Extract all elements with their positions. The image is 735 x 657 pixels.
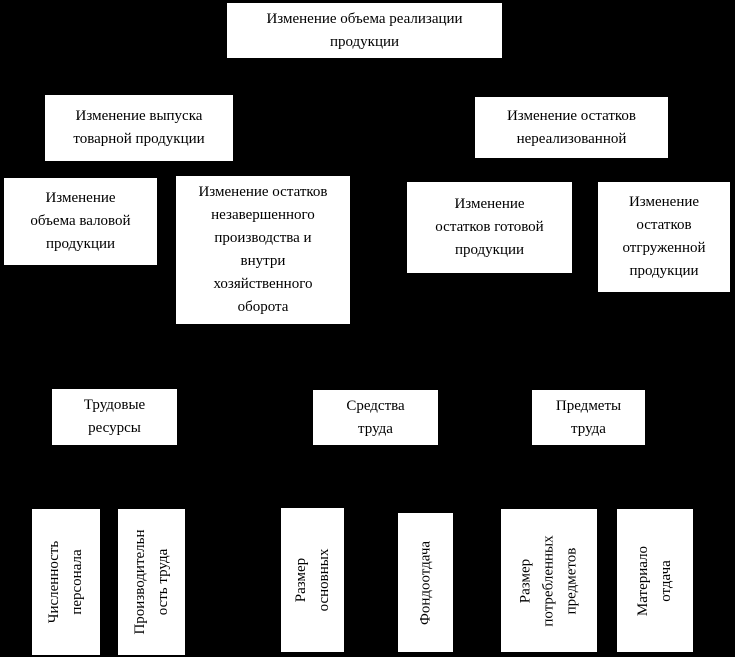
node-shipped-goods-balances-change-label: Изменение остатков отгруженной продукции	[622, 194, 706, 279]
node-wip-balances-change-label: Изменение остатков незавершенного произв…	[198, 184, 328, 315]
node-sales-volume-change-label: Изменение объема реализации продукции	[266, 10, 463, 50]
node-commodity-output-change-label: Изменение выпуска товарной продукции	[73, 108, 205, 147]
node-consumed-objects-size: Размер потребленных предметов	[501, 509, 597, 652]
node-objects-of-labor: Предметы труда	[532, 390, 645, 445]
node-unsold-balances-change-label: Изменение остатков нереализованной	[506, 107, 637, 147]
node-gross-output-change: Изменение объема валовой продукции	[4, 178, 157, 265]
node-fixed-assets-size: Размер основных	[281, 508, 344, 652]
node-sales-volume-change: Изменение объема реализации продукции	[227, 3, 502, 58]
node-capital-productivity: Фондоотдача	[398, 513, 453, 652]
node-capital-productivity-label: Фондоотдача	[417, 540, 433, 625]
node-means-of-labor: Средства труда	[313, 390, 438, 445]
node-material-productivity-label: Материало отдача	[635, 545, 674, 616]
node-labor-resources: Трудовые ресурсы	[52, 389, 177, 445]
node-finished-goods-balances-change: Изменение остатков готовой продукции	[407, 182, 572, 273]
node-personnel-number-label: Численность персонала	[46, 540, 85, 624]
node-consumed-objects-size-label: Размер потребленных предметов	[517, 534, 580, 627]
node-wip-balances-change: Изменение остатков незавершенного произв…	[176, 176, 350, 324]
node-labor-productivity-label: Производительн ость труда	[131, 529, 171, 635]
node-personnel-number: Численность персонала	[32, 509, 100, 655]
node-labor-resources-label: Трудовые ресурсы	[83, 397, 146, 436]
node-commodity-output-change: Изменение выпуска товарной продукции	[45, 95, 233, 161]
node-finished-goods-balances-change-label: Изменение остатков готовой продукции	[435, 196, 544, 258]
node-labor-productivity: Производительн ость труда	[118, 509, 185, 655]
node-means-of-labor-label: Средства труда	[346, 397, 405, 437]
node-shipped-goods-balances-change: Изменение остатков отгруженной продукции	[598, 182, 730, 292]
node-unsold-balances-change: Изменение остатков нереализованной	[475, 97, 668, 158]
node-fixed-assets-size-label: Размер основных	[292, 548, 332, 612]
node-material-productivity: Материало отдача	[617, 509, 693, 652]
node-objects-of-labor-label: Предметы труда	[555, 397, 622, 437]
node-gross-output-change-label: Изменение объема валовой продукции	[30, 190, 131, 252]
